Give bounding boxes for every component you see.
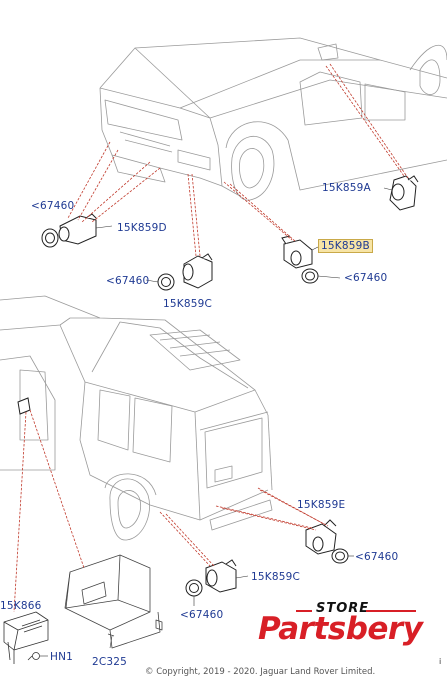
callout-rear-center-part: 15K859C [251, 571, 301, 583]
bezel-center-front [157, 273, 175, 291]
callout-left-front-qty: <67460 [31, 200, 75, 212]
front-vehicle-illustration [99, 37, 447, 201]
sensor-15K859D [58, 213, 97, 245]
bezel-left-front [41, 228, 59, 248]
page-mark: i [439, 657, 442, 666]
rear-vehicle-illustration [0, 295, 273, 541]
callout-connectors [40, 187, 393, 657]
callout-nut-part: HN1 [50, 651, 74, 663]
callout-bracket-part: 2C325 [92, 656, 128, 668]
sensor-15K859A [389, 175, 419, 211]
bezel-rear-center [185, 579, 203, 597]
bracket-illustration [64, 554, 163, 649]
callout-center-front-qty: <67460 [106, 275, 150, 287]
callout-rear-center-qty: <67460 [180, 609, 224, 621]
leader-lines [13, 63, 409, 613]
callout-rear-right-qty: <67460 [355, 551, 399, 563]
callout-side-part: 15K859A [322, 182, 371, 194]
copyright-notice: © Copyright, 2019 - 2020. Jaguar Land Ro… [145, 667, 376, 677]
nut-illustration [27, 652, 40, 661]
sensor-15K859C-front [182, 253, 213, 289]
callout-rear-right-part: 15K859E [297, 499, 346, 511]
sensor-15K859B [281, 235, 313, 269]
bezel-right-front [301, 268, 319, 284]
sensor-15K859E [305, 519, 337, 555]
callout-module-part: 15K866 [0, 600, 42, 612]
callout-left-front-part: 15K859D [117, 222, 167, 234]
module-illustration [3, 611, 49, 664]
logo-underline [296, 610, 416, 612]
callout-center-front-part: 15K859C [163, 298, 213, 310]
sensor-15K859C-rear [205, 559, 237, 593]
callout-right-front-qty: <67460 [344, 272, 388, 284]
logo-brand-text: Partsbery [258, 611, 423, 647]
bezel-rear-right [331, 548, 349, 564]
callout-right-front-part: 15K859B [318, 239, 373, 253]
logo-store-text: STORE [316, 601, 370, 616]
